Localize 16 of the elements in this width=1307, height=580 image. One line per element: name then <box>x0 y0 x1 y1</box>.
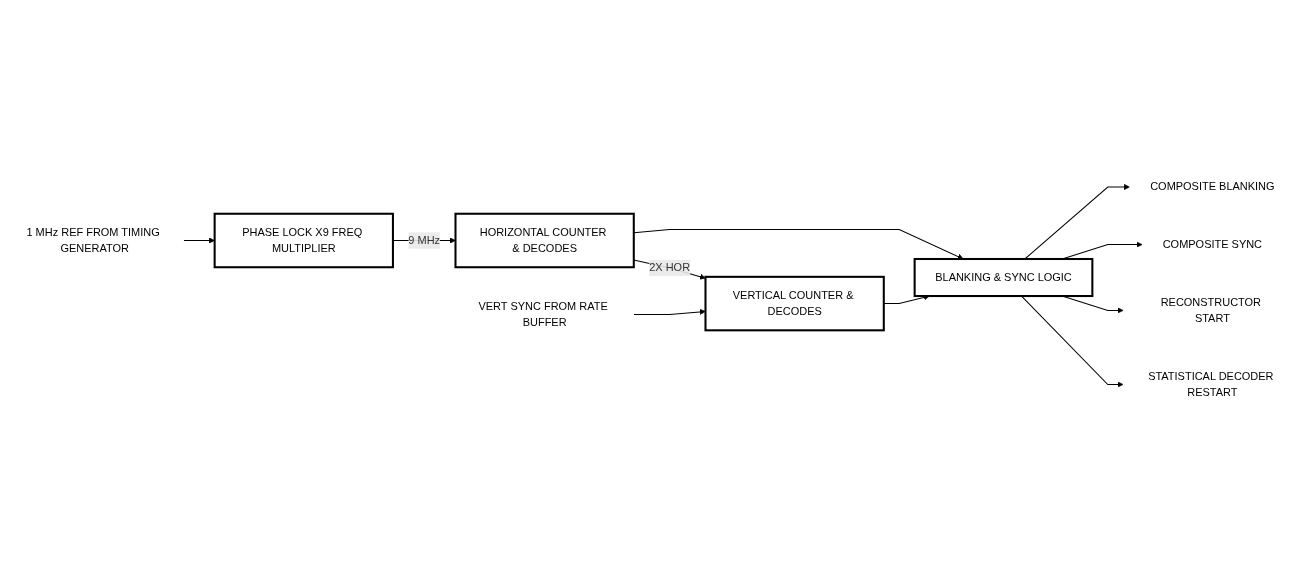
node-box: HORIZONTAL COUNTER & DECODES <box>454 212 635 269</box>
arrow <box>633 229 964 260</box>
arrow <box>1024 184 1130 260</box>
node-text: COMPOSITE BLANKING <box>1150 180 1275 193</box>
node-box: PHASE LOCK X9 FREQ MULTIPLIER <box>213 212 394 269</box>
node-box: VERTICAL COUNTER & DECODES <box>704 275 885 332</box>
node-text: 1 MHz REF FROM TIMING GENERATOR <box>26 226 160 255</box>
arrow <box>633 309 706 316</box>
node-box: BLANKING & SYNC LOGIC <box>913 258 1094 298</box>
arrow <box>183 237 215 244</box>
node-text: RECONSTRUCTOR START <box>1160 296 1262 325</box>
node-text: COMPOSITE SYNC <box>1162 238 1263 251</box>
node-text: STATISTICAL DECODER RESTART <box>1148 370 1274 399</box>
edge-label: 9 MHz <box>408 234 441 247</box>
edge-label: 2X HOR <box>649 261 691 274</box>
node-text: VERT SYNC FROM RATE BUFFER <box>478 300 608 329</box>
